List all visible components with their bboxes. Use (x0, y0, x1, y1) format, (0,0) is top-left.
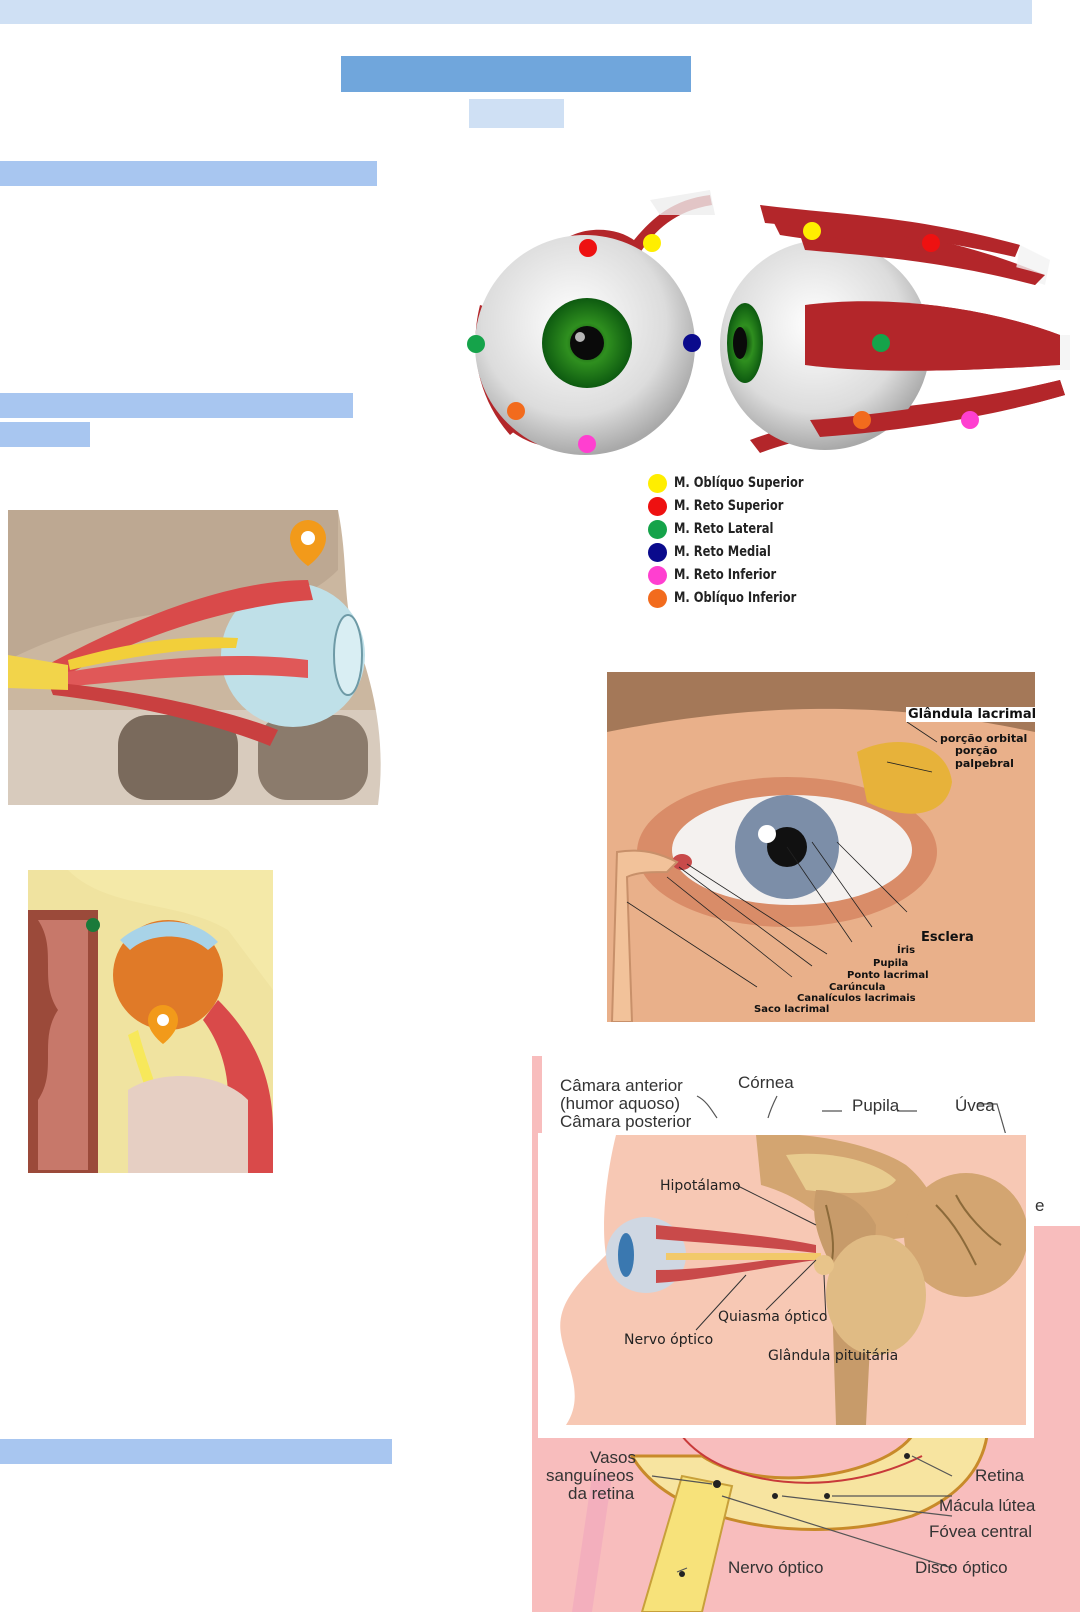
label-macula: Mácula lútea (939, 1496, 1036, 1515)
label-cornea: Córnea (738, 1073, 794, 1092)
label-anterior-chamber-1: Câmara anterior (560, 1076, 683, 1095)
legend-label: M. Oblíquo Superior (674, 475, 804, 491)
legend-swatch (648, 588, 667, 608)
label-retina: Retina (975, 1466, 1025, 1485)
legend-swatch (648, 542, 667, 562)
label-vessels-3: da retina (568, 1484, 635, 1503)
orbit-lateral-view-image (8, 510, 413, 805)
label-punctum: Ponto lacrimal (847, 970, 929, 981)
label-palpebral-portion-1: porção (955, 744, 998, 757)
legend-item-rectus-superior: M. Reto Superior (648, 496, 807, 516)
label-iris: Íris (897, 945, 916, 956)
orbit-axial-section-image (28, 870, 273, 1173)
section-bar-2b (0, 422, 90, 447)
legend-swatch (648, 519, 667, 539)
label-uvea: Úvea (955, 1096, 995, 1115)
muscle-legend: M. Oblíquo Superior M. Reto Superior M. … (648, 473, 848, 613)
section-bar-2 (0, 393, 353, 418)
legend-item-rectus-medial: M. Reto Medial (648, 542, 792, 562)
label-optic-chiasm: Quiasma óptico (718, 1309, 828, 1325)
label-fovea: Fóvea central (929, 1522, 1032, 1541)
label-lacrimal-sac: Saco lacrimal (754, 1004, 830, 1015)
legend-item-rectus-inferior: M. Reto Inferior (648, 565, 799, 585)
legend-item-rectus-lateral: M. Reto Lateral (648, 519, 795, 539)
legend-swatch (648, 473, 667, 493)
label-vessels-1: Vasos (590, 1448, 636, 1467)
legend-label: M. Reto Inferior (674, 567, 777, 583)
section-bar-3 (0, 1439, 392, 1464)
lacrimal-apparatus-image: Glândula lacrimal porção orbital porção … (607, 672, 1039, 1022)
legend-swatch (648, 496, 667, 516)
label-palpebral-portion-2: palpebral (955, 757, 1014, 770)
legend-label: M. Reto Medial (674, 544, 771, 560)
label-orbital-portion: porção orbital (940, 732, 1028, 745)
legend-label: M. Oblíquo Inferior (674, 590, 797, 606)
top-header-band (0, 0, 1032, 24)
label-sclera: Esclera (921, 930, 974, 945)
label-pupil: Pupila (852, 1096, 900, 1115)
legend-item-oblique-superior: M. Oblíquo Superior (648, 473, 832, 493)
label-lacrimal-gland: Glândula lacrimal (906, 707, 1039, 722)
visual-pathway-image: Hipotálamo Quiasma óptico Nervo óptico G… (538, 1133, 1034, 1438)
label-pupil: Pupila (873, 958, 909, 969)
label-pituitary: Glândula pituitária (768, 1348, 899, 1364)
label-caruncle: Carúncula (829, 982, 886, 993)
label-canaliculi: Canalículos lacrimais (797, 993, 916, 1004)
label-optic-nerve: Nervo óptico (728, 1558, 824, 1577)
label-vessels-2: sanguíneos (546, 1466, 634, 1485)
legend-item-oblique-inferior: M. Oblíquo Inferior (648, 588, 823, 608)
legend-label: M. Reto Superior (674, 498, 784, 514)
legend-swatch (648, 565, 667, 585)
label-posterior-chamber: Câmara posterior (560, 1112, 692, 1131)
label-hypothalamus: Hipotálamo (660, 1178, 741, 1194)
label-partial-e: e (1035, 1196, 1045, 1215)
title-bar (341, 56, 691, 92)
section-bar-1 (0, 161, 377, 186)
subtitle-bar (469, 99, 564, 128)
legend-label: M. Reto Lateral (674, 521, 774, 537)
label-optic-nerve: Nervo óptico (624, 1332, 714, 1348)
extraocular-muscles-figure (460, 185, 1080, 465)
label-optic-disc: Disco óptico (915, 1558, 1008, 1577)
label-anterior-chamber-2: (humor aquoso) (560, 1094, 681, 1113)
